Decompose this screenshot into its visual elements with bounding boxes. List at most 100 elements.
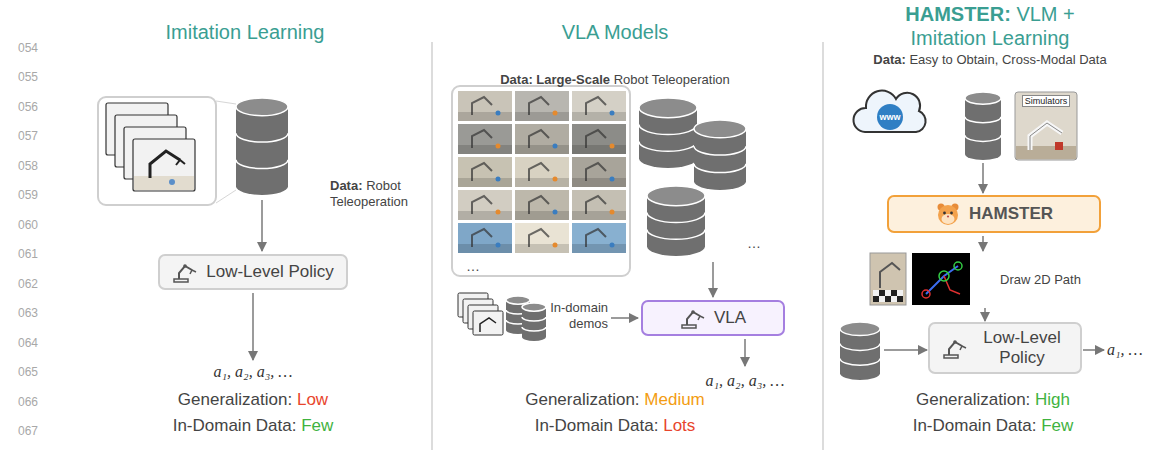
flow-arrow [252, 293, 254, 360]
database-body [840, 329, 880, 380]
database-icon [965, 92, 1001, 160]
label-text: 063 [18, 306, 38, 320]
icon-gripper [960, 346, 966, 350]
photo-table [515, 244, 569, 253]
line-number: 060 [18, 218, 38, 232]
zoom-line [216, 190, 236, 203]
action-sequence: a₁, a₂, a₃, … [706, 371, 785, 390]
label-text: In-domain demos [550, 300, 608, 331]
label-text: Data: [873, 52, 906, 67]
photo-table [458, 178, 512, 187]
label-text: VLM + [1016, 3, 1074, 25]
icon-text: www [879, 112, 900, 123]
path-point [922, 290, 930, 298]
image-tag: Simulators [1022, 95, 1071, 108]
label-text: 059 [18, 188, 38, 202]
database-ring [647, 229, 705, 239]
photo-table [572, 178, 626, 187]
icon-eye [950, 212, 953, 215]
photo-table [572, 145, 626, 154]
label-text: 056 [18, 100, 38, 114]
label-text: Lots [663, 416, 695, 435]
label-text: 065 [18, 365, 38, 379]
label-text: 061 [18, 247, 38, 261]
database-ring [694, 164, 746, 173]
label-text: Low [297, 390, 328, 409]
database-body [522, 307, 546, 341]
table-top [134, 176, 194, 190]
icon-base [944, 355, 958, 358]
simulator-image [1015, 92, 1077, 160]
flow-arrow [1083, 349, 1104, 351]
photo-table [515, 178, 569, 187]
flow-arrow [982, 163, 984, 193]
demo-frame [133, 139, 195, 191]
chess-square [885, 290, 891, 296]
action-sequence: a₁, a₂, a₃, … [214, 362, 293, 381]
line-number: 059 [18, 188, 38, 202]
robot-photo [572, 223, 626, 253]
database-top [840, 322, 880, 336]
chess-square [873, 296, 879, 302]
photo-robot [586, 130, 606, 148]
label-text: … [466, 258, 480, 274]
path-line [944, 276, 960, 294]
label-text: 054 [18, 41, 38, 55]
photo-object [496, 210, 501, 215]
database-top [639, 98, 697, 118]
photo-robot [529, 163, 549, 181]
robot-photo [515, 190, 569, 220]
robot-photo [458, 124, 512, 154]
panel-divider [431, 42, 433, 450]
label-text: 066 [18, 395, 38, 409]
icon-face [938, 205, 958, 225]
action-sequence: a₁, … [1107, 340, 1143, 359]
label-text: Draw 2D Path [1000, 272, 1081, 287]
line-number: 057 [18, 129, 38, 143]
robot-photo [458, 223, 512, 253]
label-text: Large-Scale [536, 72, 610, 87]
database-ring [840, 358, 880, 365]
label-text: Robot Teleoperation [614, 72, 730, 87]
chess-square [873, 290, 879, 296]
line-number: 055 [18, 70, 38, 84]
label-text: a₁, a₂, a₃, … [706, 372, 785, 389]
database-ring [236, 160, 288, 169]
photo-robot [472, 196, 492, 214]
data-caption: In-domain demos [546, 300, 608, 331]
rating-row: Generalization:High [916, 390, 1070, 410]
database-top [694, 120, 746, 138]
robot-photo [572, 190, 626, 220]
label-text: HAMSTER: [905, 3, 1011, 25]
icon-joint [691, 310, 695, 314]
database-icon [236, 98, 288, 195]
robot-arm-icon [680, 306, 706, 330]
database-icon [840, 322, 880, 380]
rating-row: Generalization:Low [178, 390, 328, 410]
robot-photo [458, 157, 512, 187]
scene-photo [870, 253, 906, 305]
label-text: Easy to Obtain, Cross-Modal Data [909, 52, 1106, 67]
photo-robot [586, 97, 606, 115]
photo-robot [529, 229, 549, 247]
robot-photo [515, 124, 569, 154]
ellipsis: … [747, 235, 761, 252]
photo-table [572, 112, 626, 121]
icon-base [174, 279, 188, 282]
photo-robot [529, 97, 549, 115]
model-box: HAMSTER [887, 195, 1101, 233]
sim-object [1055, 142, 1063, 150]
node-label: Low-Level Policy [976, 328, 1068, 367]
label-text: In-Domain Data: [535, 416, 659, 435]
globe-icon [877, 104, 903, 130]
photo-object [610, 144, 615, 149]
database-ring [522, 327, 546, 331]
database-ring [639, 141, 697, 151]
line-number: 054 [18, 41, 38, 55]
rating-row: In-Domain Data:Few [173, 416, 334, 436]
line-number: 067 [18, 424, 38, 438]
database-body [965, 98, 1001, 160]
icon-eye [943, 212, 946, 215]
database-ring [965, 135, 1001, 141]
sim-robot-edge [1030, 123, 1062, 150]
